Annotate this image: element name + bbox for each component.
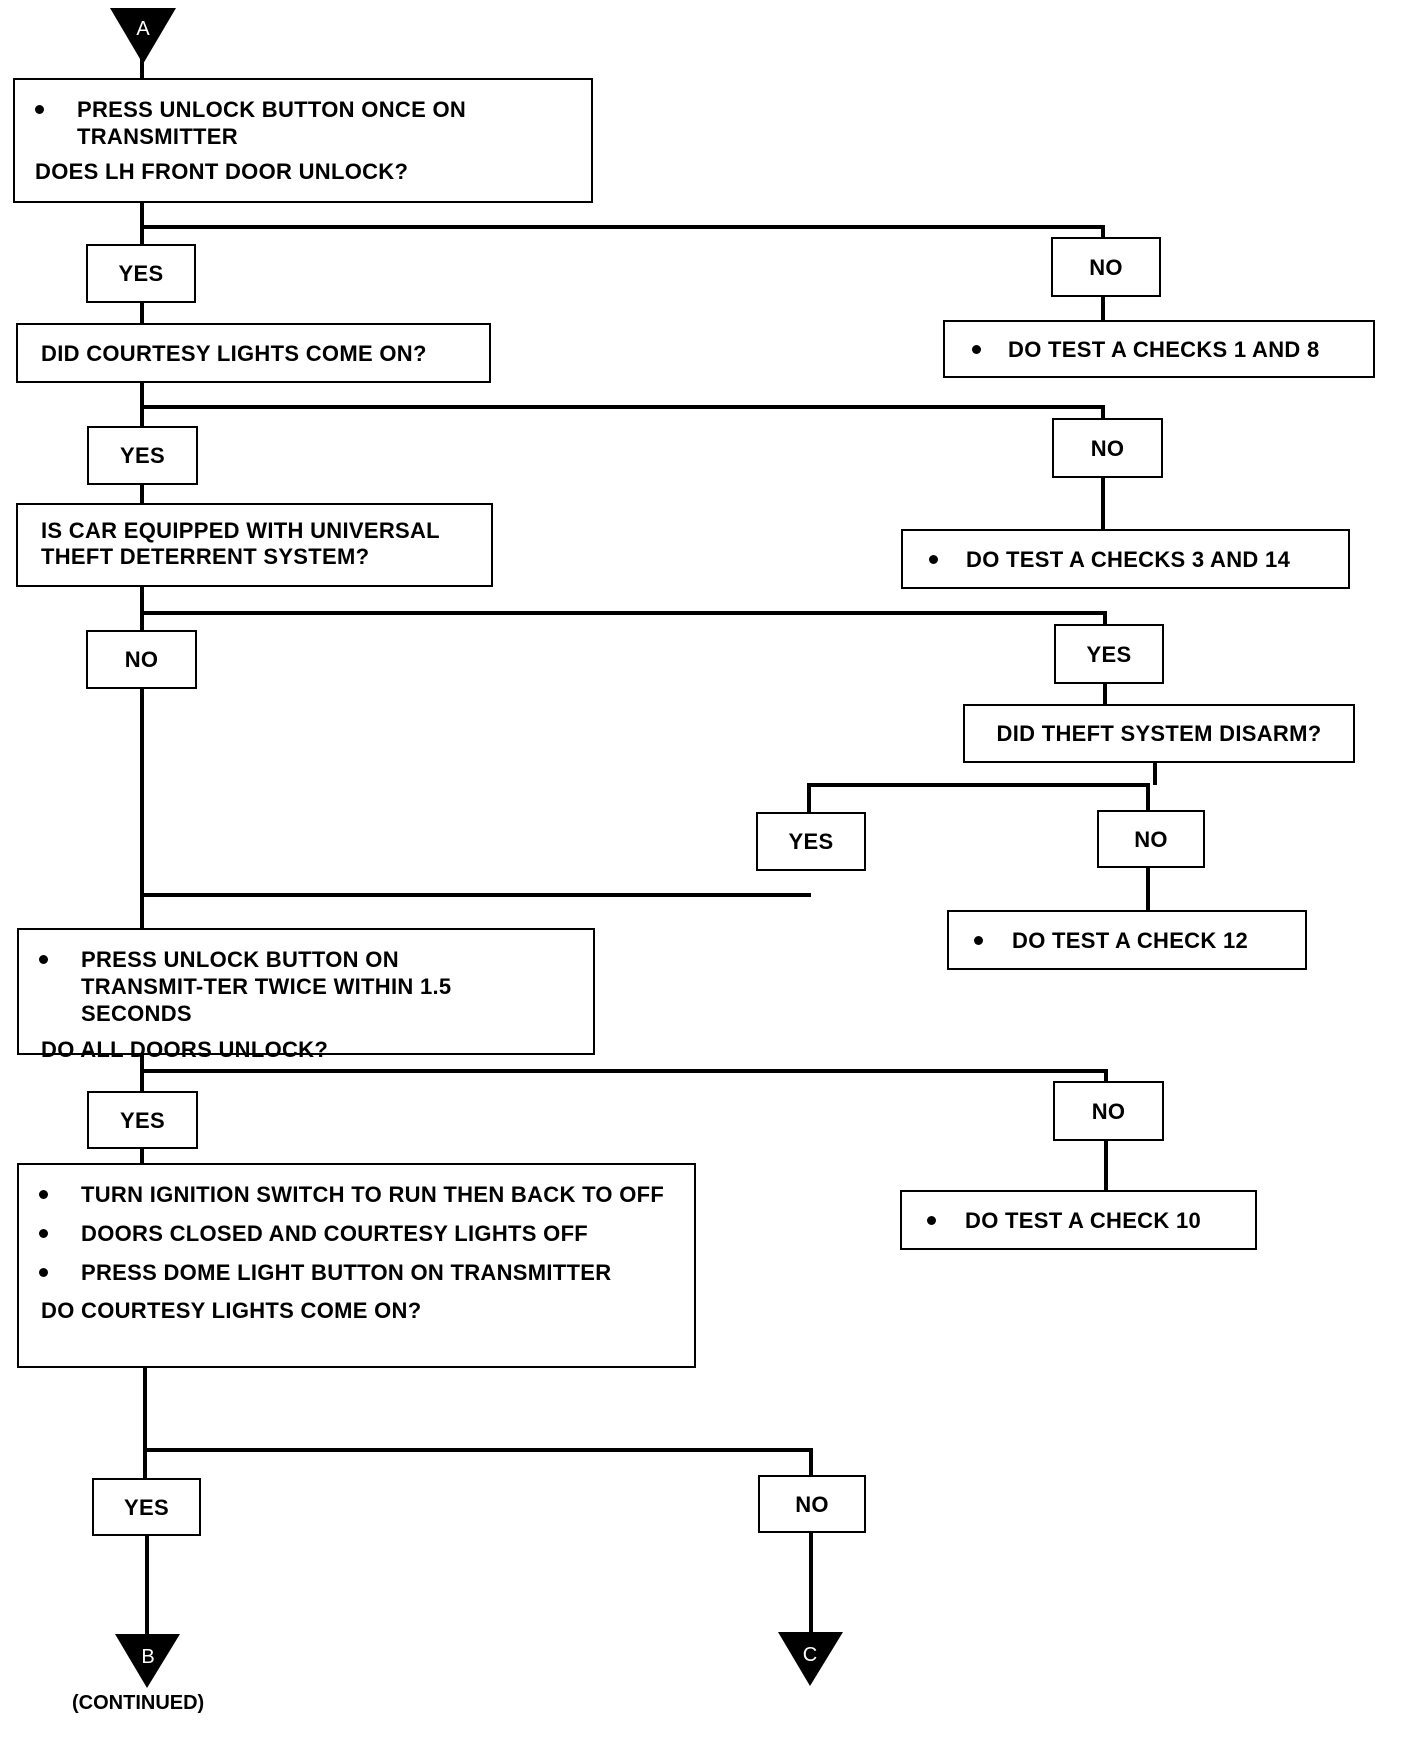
connector-c-label: C xyxy=(802,1644,818,1666)
bullet-icon xyxy=(39,1190,48,1199)
step5-box: PRESS UNLOCK BUTTON ON TRANSMIT-TER TWIC… xyxy=(17,928,595,1062)
step2-box: DID COURTESY LIGHTS COME ON? xyxy=(16,323,491,383)
step3-no-label: NO xyxy=(86,630,197,689)
bullet-icon xyxy=(927,1215,936,1225)
step2-yes-label: YES xyxy=(87,426,198,485)
step6-bullet-1: TURN IGNITION SWITCH TO RUN THEN BACK TO… xyxy=(19,1181,671,1208)
step5-no-label: NO xyxy=(1053,1081,1164,1141)
step2-no-label: NO xyxy=(1052,418,1163,478)
step4-no-label: NO xyxy=(1097,810,1205,868)
bullet-icon xyxy=(974,935,983,945)
step6-yes-label: YES xyxy=(92,1478,201,1536)
step1-question: DOES LH FRONT DOOR UNLOCK? xyxy=(35,159,409,184)
step1-yes-label: YES xyxy=(86,244,196,303)
step4-box: DID THEFT SYSTEM DISARM? xyxy=(963,704,1355,763)
step6-question: DO COURTESY LIGHTS COME ON? xyxy=(41,1298,422,1323)
bullet-icon xyxy=(39,955,48,964)
connector-a-triangle xyxy=(110,8,176,64)
step2-no-action: DO TEST A CHECKS 3 AND 14 xyxy=(901,529,1350,589)
step1-no-label: NO xyxy=(1051,237,1161,297)
step5-question: DO ALL DOORS UNLOCK? xyxy=(41,1037,329,1062)
connector-b-triangle xyxy=(115,1634,180,1688)
step6-no-label: NO xyxy=(758,1475,866,1533)
bullet-icon xyxy=(972,344,981,354)
step5-bullet: PRESS UNLOCK BUTTON ON TRANSMIT-TER TWIC… xyxy=(19,946,501,1027)
step1-box: PRESS UNLOCK BUTTON ONCE ON TRANSMITTER … xyxy=(13,78,593,203)
step3-yes-label: YES xyxy=(1054,624,1164,684)
bullet-icon xyxy=(929,554,938,564)
connector-c-triangle xyxy=(778,1632,843,1686)
continued-note: (CONTINUED) xyxy=(72,1692,205,1714)
step1-no-action: DO TEST A CHECKS 1 AND 8 xyxy=(943,320,1375,378)
step4-yes-label: YES xyxy=(756,812,866,871)
bullet-icon xyxy=(35,105,44,114)
step6-bullet-2: DOORS CLOSED AND COURTESY LIGHTS OFF xyxy=(19,1220,694,1247)
step5-no-action: DO TEST A CHECK 10 xyxy=(900,1190,1257,1250)
bullet-icon xyxy=(39,1268,48,1277)
step5-yes-label: YES xyxy=(87,1091,198,1149)
step1-bullet: PRESS UNLOCK BUTTON ONCE ON TRANSMITTER xyxy=(15,96,591,150)
step6-bullet-3: PRESS DOME LIGHT BUTTON ON TRANSMITTER xyxy=(19,1259,694,1286)
connector-a-label: A xyxy=(136,18,150,40)
connector-b-label: B xyxy=(141,1646,155,1668)
step6-box: TURN IGNITION SWITCH TO RUN THEN BACK TO… xyxy=(17,1163,696,1368)
step3-box: IS CAR EQUIPPED WITH UNIVERSAL THEFT DET… xyxy=(16,503,493,587)
bullet-icon xyxy=(39,1229,48,1238)
step4-no-action: DO TEST A CHECK 12 xyxy=(947,910,1307,970)
